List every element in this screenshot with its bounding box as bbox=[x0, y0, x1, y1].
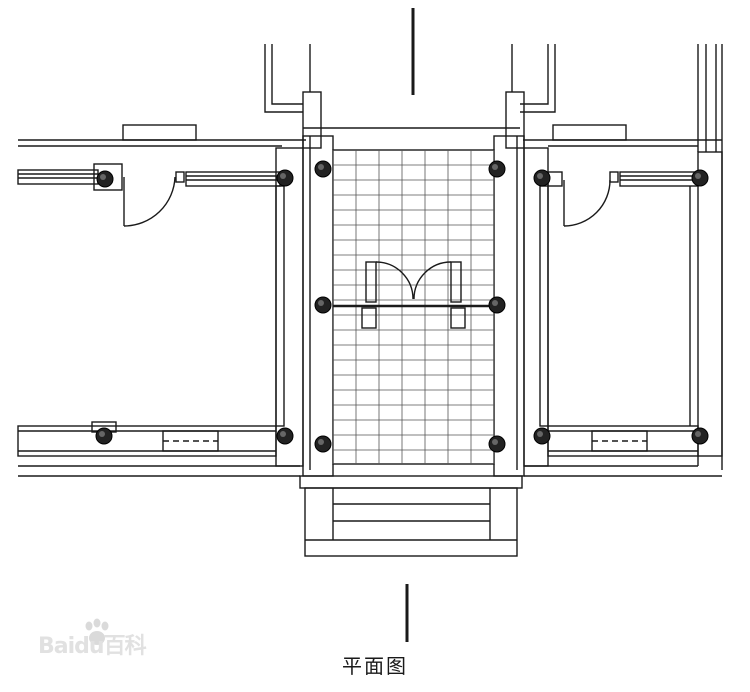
pillar-bolt-highlight bbox=[537, 173, 543, 179]
column-frame-right bbox=[493, 91, 723, 477]
pillar-bolt-highlight bbox=[695, 431, 701, 437]
inner-panel-left bbox=[275, 185, 285, 427]
upper-wall-right bbox=[511, 44, 556, 113]
inner-panel-right bbox=[539, 185, 549, 427]
pillar-bolt-highlight bbox=[537, 431, 543, 437]
gate-doors bbox=[333, 261, 494, 329]
pillar-bolt-highlight bbox=[318, 164, 324, 170]
pillar-bolt-highlight bbox=[492, 439, 498, 445]
baidu-watermark: Baidu百科 bbox=[38, 618, 168, 662]
drawing-caption: 平面图 bbox=[342, 654, 408, 678]
outer-wall-right bbox=[697, 44, 723, 470]
sliding-window-left-inner bbox=[185, 171, 281, 187]
bottom-wall-right bbox=[524, 425, 722, 477]
pillar-bolt-highlight bbox=[99, 431, 105, 437]
pillar-bolt-highlight bbox=[100, 174, 106, 180]
upper-wall-left bbox=[264, 44, 311, 113]
pillar-bolt-highlight bbox=[492, 164, 498, 170]
pillar-bolt-highlight bbox=[318, 300, 324, 306]
sliding-window-right bbox=[619, 171, 699, 187]
watermark-text: Baidu百科 bbox=[38, 634, 147, 659]
pillar-bolt-highlight bbox=[695, 173, 701, 179]
window-sill-right bbox=[552, 124, 627, 141]
pillar-bolts bbox=[95, 160, 709, 453]
pillar-bolt-highlight bbox=[318, 439, 324, 445]
bottom-wall-left bbox=[17, 421, 300, 477]
entrance-steps bbox=[299, 475, 523, 557]
pillar-bolt-highlight bbox=[280, 431, 286, 437]
pillar-bolt-highlight bbox=[280, 173, 286, 179]
baidu-paw-icon bbox=[85, 618, 109, 645]
pillar-bolt-highlight bbox=[492, 300, 498, 306]
door-swing-left bbox=[123, 171, 185, 227]
door-swing-right bbox=[563, 171, 619, 227]
window-sill-left bbox=[122, 124, 197, 141]
